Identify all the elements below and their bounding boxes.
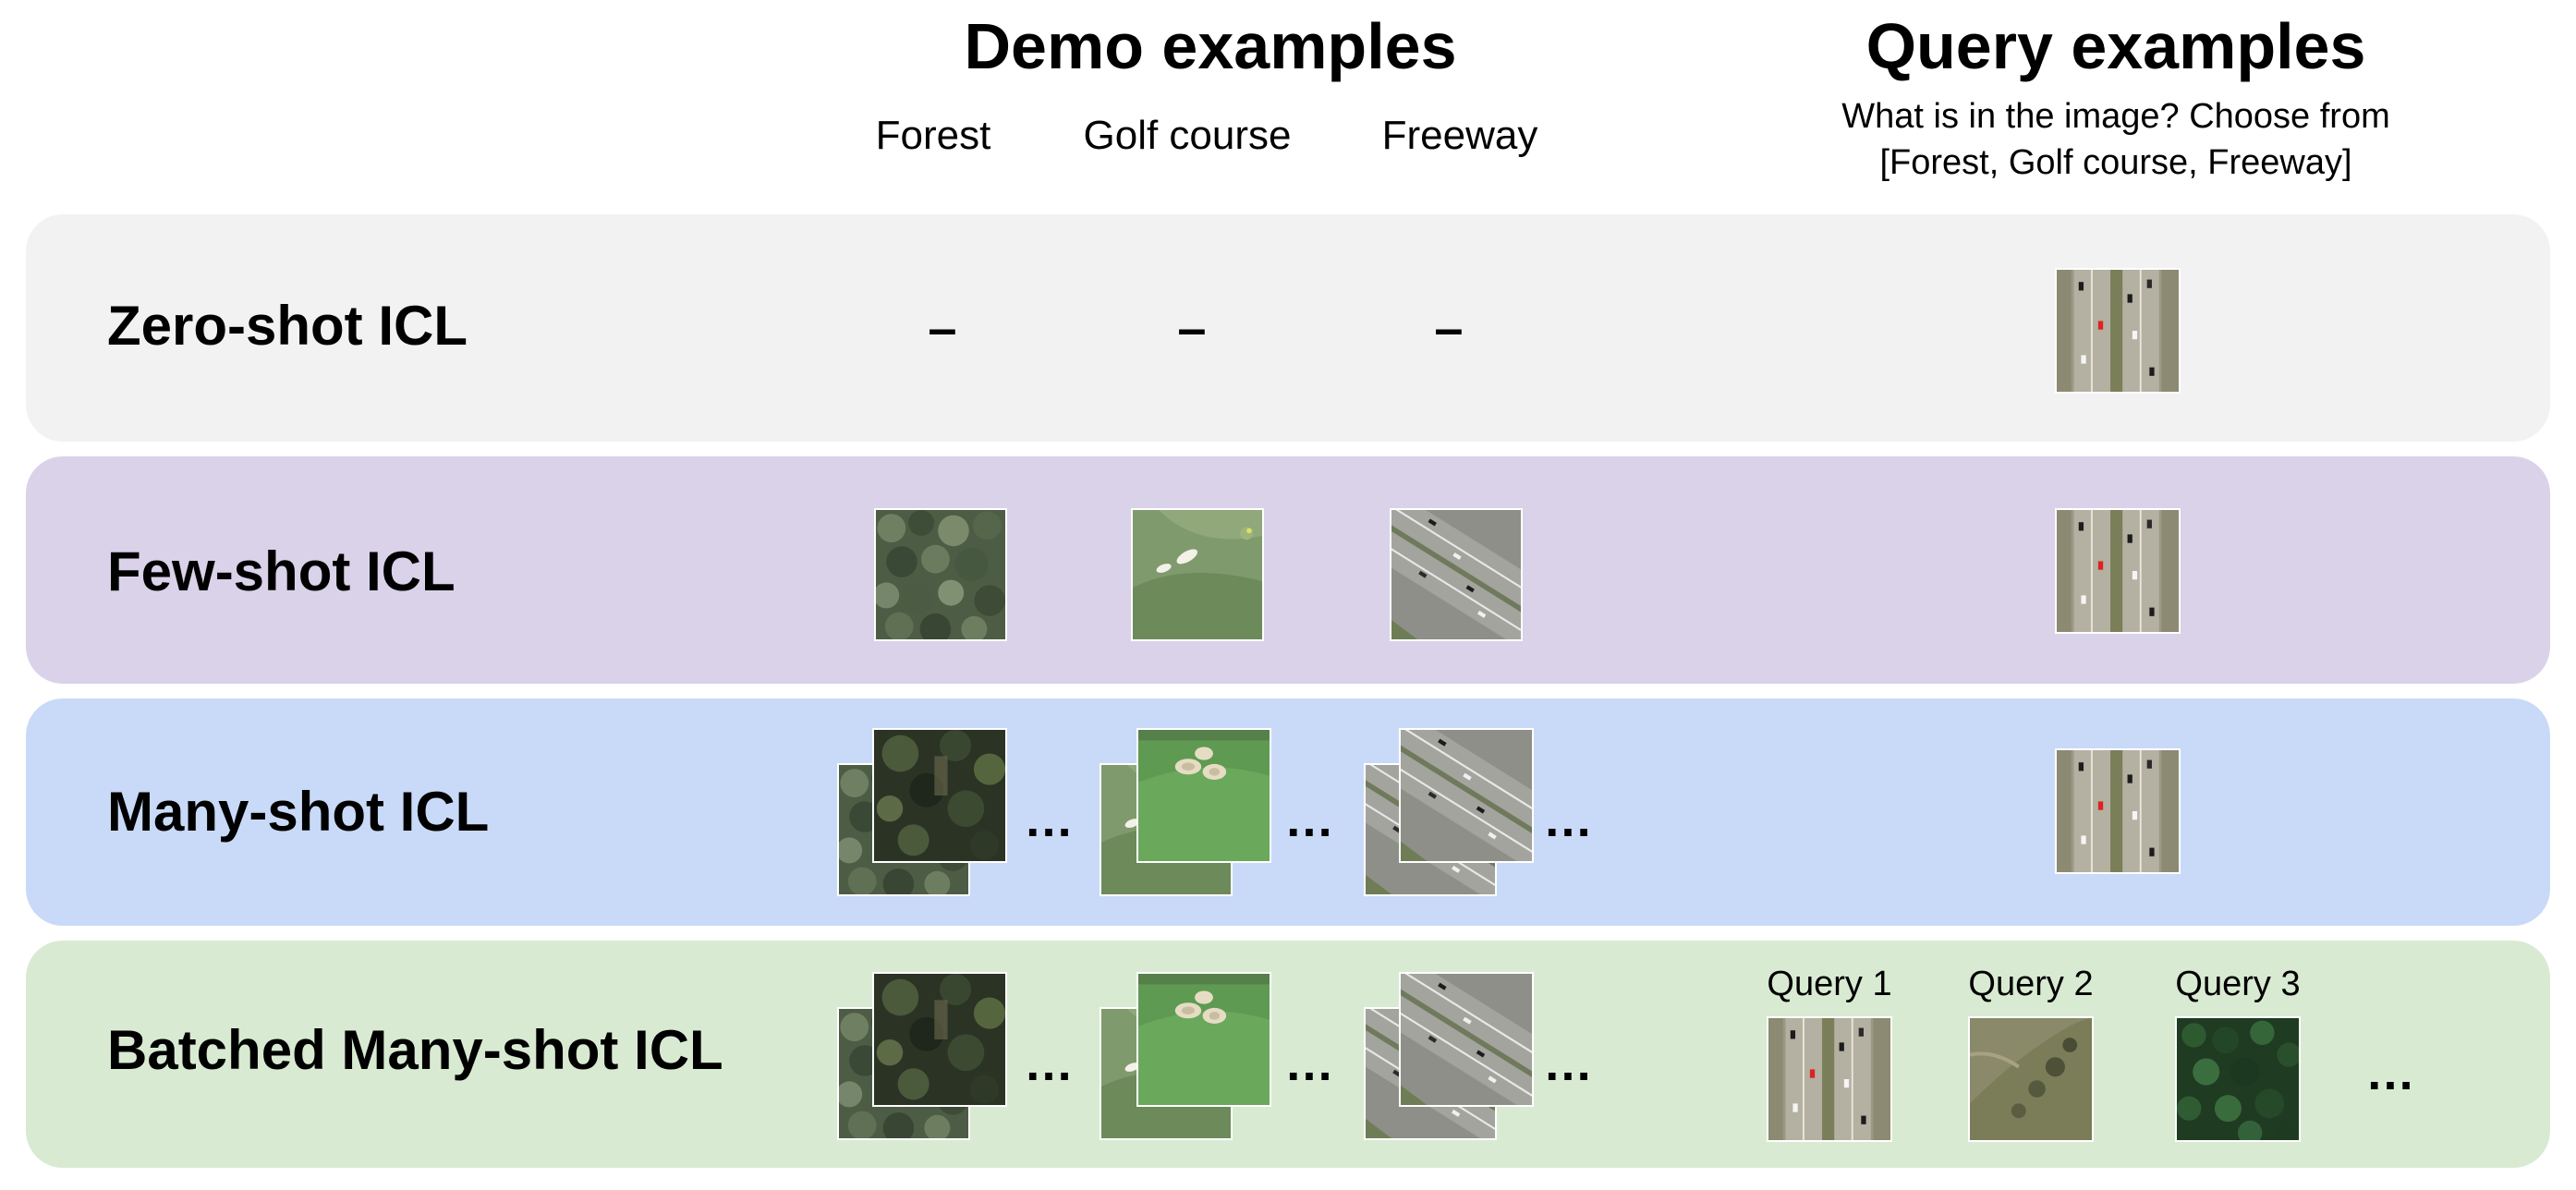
golf-more-ellipsis: … (1284, 792, 1340, 847)
demo-golf-course-image (1131, 508, 1264, 641)
demo-freeway-stack-front (1399, 728, 1534, 863)
more-queries-ellipsis: … (2365, 1045, 2421, 1100)
demo-freeway-image (1390, 508, 1523, 641)
query-freeway-image (2055, 268, 2181, 394)
forest-more-ellipsis: … (1024, 792, 1079, 847)
freeway-more-ellipsis: … (1543, 792, 1598, 847)
query-prompt: What is in the image? Choose from [Fores… (1746, 93, 2485, 186)
demo-examples-title: Demo examples (964, 10, 1457, 82)
query-prompt-line-2: [Forest, Golf course, Freeway] (1879, 143, 2352, 182)
freeway-placeholder-dash: – (1434, 298, 1464, 357)
demo-forest-stack-front (872, 972, 1007, 1107)
query-3-forest-image (2175, 1016, 2301, 1142)
batched-many-shot-label: Batched Many-shot ICL (107, 1019, 723, 1081)
many-shot-label: Many-shot ICL (107, 781, 490, 843)
query-prompt-line-1: What is in the image? Choose from (1841, 97, 2390, 136)
query-1-label: Query 1 (1767, 965, 1892, 1003)
demo-forest-image (874, 508, 1007, 641)
forest-more-ellipsis: … (1024, 1036, 1079, 1091)
query-1-freeway-image (1767, 1016, 1892, 1142)
forest-placeholder-dash: – (928, 298, 957, 357)
golf-placeholder-dash: – (1177, 298, 1207, 357)
demo-forest-stack-front (872, 728, 1007, 863)
class-label-forest: Forest (875, 113, 991, 158)
query-2-label: Query 2 (1968, 965, 2094, 1003)
query-2-field-image (1968, 1016, 2094, 1142)
query-freeway-image (2055, 508, 2181, 634)
demo-golf-stack-front (1136, 728, 1271, 863)
demo-freeway-stack-front (1399, 972, 1534, 1107)
batched-many-shot-row (26, 941, 2550, 1168)
class-label-freeway: Freeway (1381, 113, 1538, 158)
query-examples-title: Query examples (1865, 10, 2366, 82)
class-label-golf-course: Golf course (1083, 113, 1292, 158)
demo-golf-stack-front (1136, 972, 1271, 1107)
few-shot-label: Few-shot ICL (107, 540, 456, 602)
golf-more-ellipsis: … (1284, 1036, 1340, 1091)
zero-shot-label: Zero-shot ICL (107, 295, 468, 357)
query-freeway-image (2055, 748, 2181, 874)
freeway-more-ellipsis: … (1543, 1036, 1598, 1091)
query-3-label: Query 3 (2175, 965, 2301, 1003)
